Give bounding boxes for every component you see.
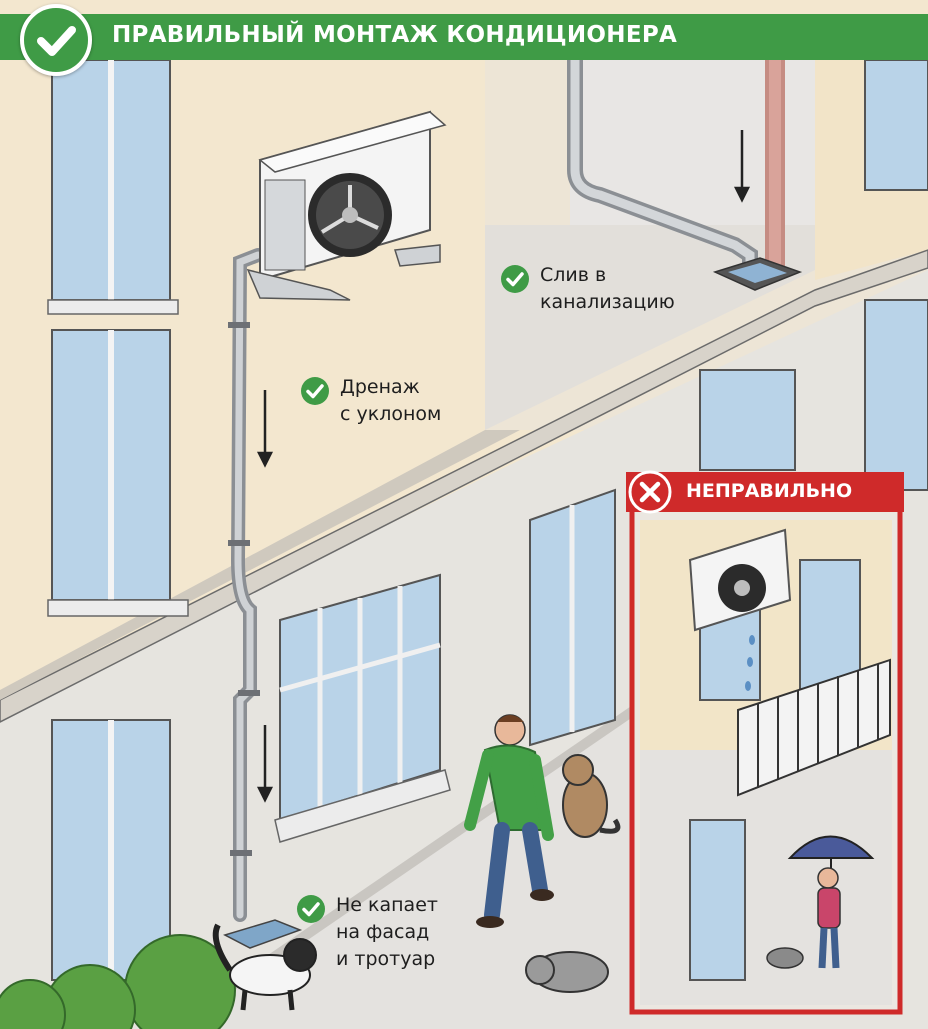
check-icon [297, 895, 325, 923]
check-icon [301, 377, 329, 405]
label-no-drip: Не капает на фасад и тротуар [296, 892, 438, 973]
cross-icon [628, 470, 672, 514]
ac-unit [246, 110, 447, 301]
wrong-banner [626, 472, 904, 512]
man-illustration [464, 714, 554, 928]
wrong-panel [629, 489, 903, 1015]
cat-icon [212, 923, 317, 1011]
wrong-title: НЕПРАВИЛЬНО [686, 480, 853, 502]
label-sewer: Слив в канализацию [500, 262, 675, 316]
label-sewer-text: Слив в канализацию [540, 264, 675, 313]
label-drainage-text: Дренаж с уклоном [340, 376, 442, 425]
label-no-drip-text: Не капает на фасад и тротуар [336, 894, 438, 970]
page-title: ПРАВИЛЬНЫЙ МОНТАЖ КОНДИЦИОНЕРА [112, 22, 678, 48]
label-drainage: Дренаж с уклоном [300, 374, 441, 428]
check-icon [501, 265, 529, 293]
header-banner: ПРАВИЛЬНЫЙ МОНТАЖ КОНДИЦИОНЕРА [0, 14, 928, 60]
check-icon [20, 4, 92, 76]
sleeping-cat [525, 951, 609, 993]
tabby-cat [562, 754, 621, 838]
